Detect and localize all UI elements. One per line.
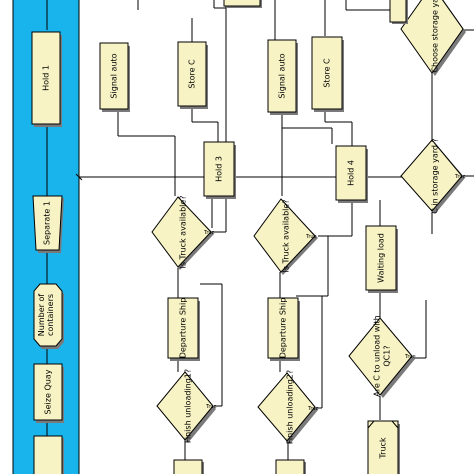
true-label-3: True <box>205 404 217 410</box>
left-margin <box>0 0 13 474</box>
are-c-to-unload-decision[interactable]: Are C to unload with QC1? <box>348 315 415 398</box>
connector-lines <box>46 0 474 474</box>
bottom-partial-block-1[interactable] <box>173 459 204 474</box>
is-truck-available-1-decision[interactable]: Is Truck available? <box>151 195 214 270</box>
is-truck-available-2-label: Is Truck available? <box>282 199 291 272</box>
true-label-6: True <box>404 354 416 360</box>
store-c-2-label: Store C <box>323 58 332 88</box>
true-label-4: True <box>307 406 319 412</box>
true-label-1: True <box>203 230 215 236</box>
are-c-to-unload-line2: QC1? <box>383 345 392 366</box>
finish-unloading-2-label: Finish unloading2? <box>286 370 295 444</box>
departure-ship-1-block[interactable]: Departure Ship <box>167 297 200 361</box>
signal-auto-2-label: Signal auto <box>278 53 287 98</box>
hold-4-block[interactable]: Hold 4 <box>335 145 368 203</box>
branch-labels: True True True True True True <box>203 174 466 412</box>
separate-1-label: Separate 1 <box>43 201 52 245</box>
seize-quay-label: Seize Quay <box>44 369 53 414</box>
c-in-storage-yard-label: C in storage yard ? <box>431 138 440 214</box>
departure-ship-2-block[interactable]: Departure Ship <box>267 297 300 361</box>
c-in-storage-yard-decision[interactable]: C in storage yard ? <box>400 138 465 214</box>
waiting-load-label: Waiting load <box>377 233 386 283</box>
choose-storage-yard-label: Choose storage yard? <box>431 0 440 73</box>
is-truck-available-2-decision[interactable]: Is Truck available? <box>253 198 318 275</box>
truncated-lane-block[interactable] <box>33 435 64 474</box>
signal-auto-1-label: Signal auto <box>110 53 119 98</box>
are-c-to-unload-line1: Are C to unload with <box>373 315 382 397</box>
signal-auto-1-block[interactable]: Signal auto <box>99 42 130 112</box>
number-of-containers-line1: Number of <box>37 294 46 337</box>
store-c-1-block[interactable]: Store C <box>177 41 208 109</box>
is-truck-available-1-label: Is Truck available? <box>179 195 188 268</box>
seize-quay-block[interactable]: Seize Quay <box>33 363 64 423</box>
number-of-containers-line2: containers <box>46 294 55 336</box>
finish-unloading-2-decision[interactable]: Finish unloading2? <box>257 370 318 444</box>
signal-auto-2-block[interactable]: Signal auto <box>267 39 298 115</box>
top-partial-block-1[interactable] <box>223 0 262 8</box>
departure-ship-1-label: Departure Ship <box>179 298 188 359</box>
separate-1-block[interactable]: Separate 1 <box>32 195 64 253</box>
hold-3-label: Hold 3 <box>215 156 224 182</box>
hold-1-label: Hold 1 <box>42 65 51 91</box>
finish-unloading-1-decision[interactable]: Finish unloading1? <box>156 369 216 443</box>
finish-unloading-1-label: Finish unloading1? <box>184 369 193 443</box>
store-c-2-block[interactable]: Store C <box>311 36 344 112</box>
top-partial-block-2[interactable] <box>389 0 408 24</box>
hold-3-block[interactable]: Hold 3 <box>203 141 236 199</box>
number-of-containers-block[interactable]: Number of containers <box>33 283 64 349</box>
truck-label: Truck <box>379 437 388 459</box>
true-label-5: True <box>454 174 466 180</box>
waiting-load-block[interactable]: Waiting load <box>365 225 398 293</box>
hold-4-label: Hold 4 <box>347 160 356 186</box>
truck-block[interactable]: Truck <box>367 420 400 474</box>
departure-ship-2-label: Departure Ship <box>279 298 288 359</box>
choose-storage-yard-decision[interactable]: Choose storage yard? <box>400 0 466 76</box>
true-label-2: True <box>305 234 317 240</box>
store-c-1-label: Store C <box>188 59 197 89</box>
bottom-partial-block-2[interactable] <box>275 459 306 474</box>
hold-1-block[interactable]: Hold 1 <box>31 31 62 127</box>
